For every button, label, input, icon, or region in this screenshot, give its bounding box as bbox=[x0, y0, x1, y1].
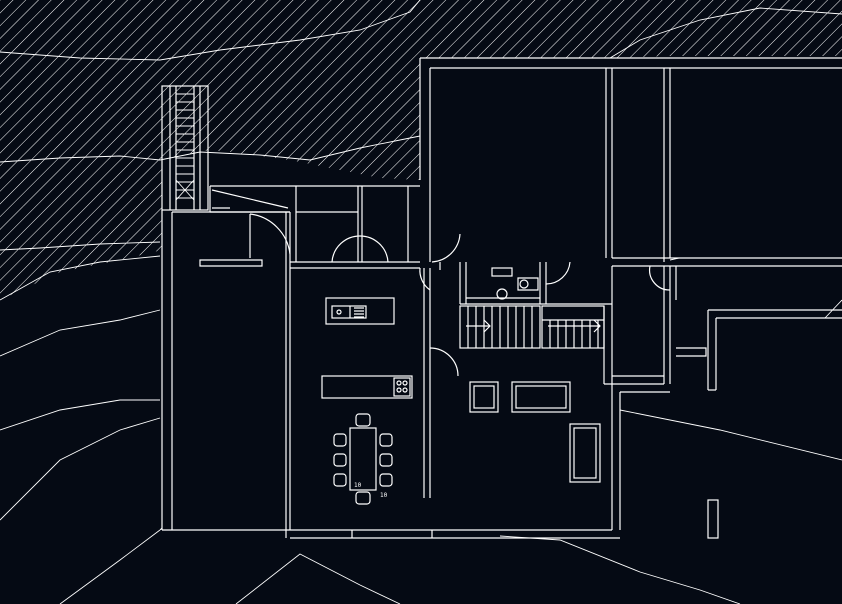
armchair bbox=[469, 381, 499, 413]
stair-tower bbox=[161, 85, 209, 211]
terrain-hatch-lower bbox=[0, 160, 162, 300]
sofa-right bbox=[569, 423, 601, 483]
dining-note-a: 10 bbox=[354, 482, 362, 489]
sofa-top bbox=[511, 381, 571, 413]
bathroom-block bbox=[419, 261, 612, 305]
building-mass bbox=[162, 58, 842, 530]
living-area bbox=[286, 265, 671, 539]
dining-note-b: 10 bbox=[380, 492, 388, 499]
terrain-hatch bbox=[0, 0, 842, 210]
central-rooms bbox=[285, 185, 461, 538]
upper-wing bbox=[419, 57, 842, 267]
interior-stairs bbox=[459, 305, 605, 349]
kitchen-counter bbox=[321, 375, 413, 399]
kitchen-island bbox=[325, 297, 395, 325]
east-terrace bbox=[675, 266, 842, 539]
dining-table bbox=[333, 413, 393, 505]
west-wing bbox=[161, 210, 291, 531]
stair-treads-left bbox=[175, 93, 195, 201]
